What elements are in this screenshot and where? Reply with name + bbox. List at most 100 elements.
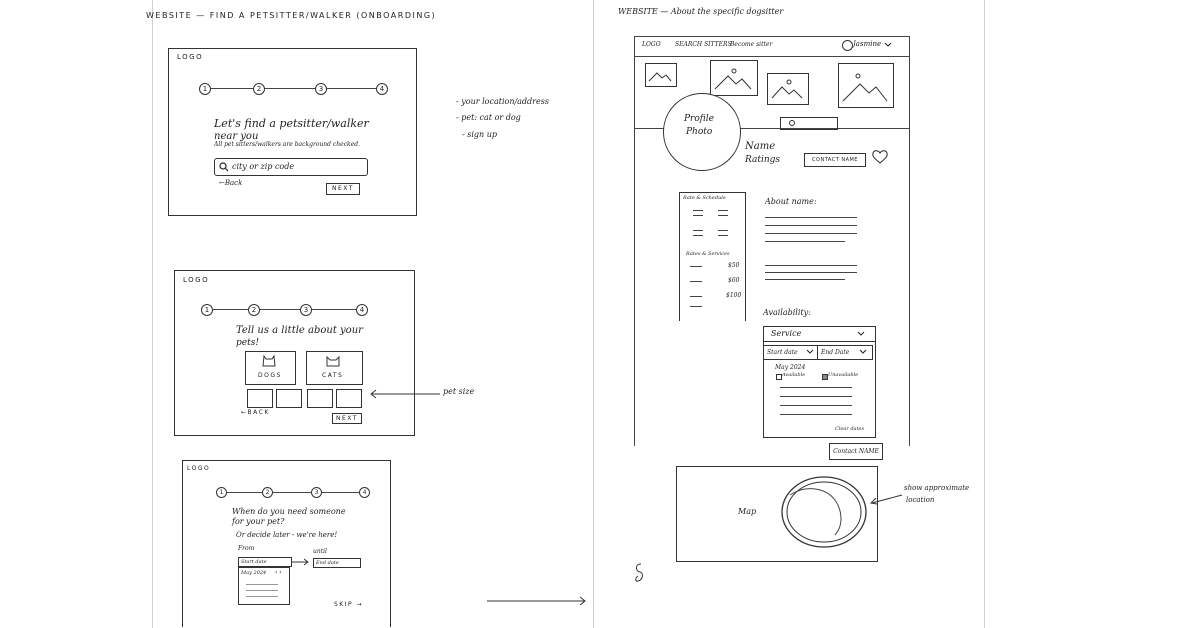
user-avatar-icon[interactable] <box>842 40 853 51</box>
calendar-row <box>780 414 852 415</box>
step3-end-date-input[interactable]: End date <box>313 558 361 568</box>
step1-next-button[interactable]: NEXT <box>326 183 360 195</box>
cats-option-label: CATS <box>322 372 344 379</box>
step1-step-4: 4 <box>376 83 388 95</box>
rate-price-2: $60 <box>728 277 740 284</box>
pet-size-option-3[interactable] <box>307 389 333 408</box>
gallery-image-3[interactable] <box>767 73 809 105</box>
pet-size-option-1[interactable] <box>247 389 273 408</box>
step3-progress-line <box>221 492 363 493</box>
about-text-line <box>765 225 857 226</box>
step2-step-4: 4 <box>356 304 368 316</box>
step3-heading-line2: for your pet? <box>232 517 285 526</box>
image-placeholder-icon <box>842 73 888 102</box>
step3-start-date-input[interactable]: Start date <box>238 557 292 567</box>
step1-logo: LOGO <box>177 53 204 61</box>
gallery-image-1[interactable] <box>645 63 677 87</box>
step3-step-3: 3 <box>311 487 322 498</box>
contact-name-button-bottom[interactable]: Contact NAME <box>829 443 883 460</box>
step1-step-1: 1 <box>199 83 211 95</box>
sidebar-line <box>693 215 703 216</box>
calendar-row <box>780 387 852 388</box>
gallery-image-2[interactable] <box>710 60 758 96</box>
dogs-option-card[interactable] <box>245 351 296 385</box>
step3-step-1: 1 <box>216 487 227 498</box>
nav-logo[interactable]: LOGO <box>642 41 661 48</box>
pet-size-note: pet size <box>443 387 475 396</box>
dogs-option-label: DOGS <box>258 372 282 379</box>
note-signup: - sign up <box>462 130 497 139</box>
about-text-line <box>765 217 857 218</box>
step2-next-button[interactable]: NEXT <box>332 413 362 424</box>
nav-become-sitter[interactable]: Become sitter <box>730 41 773 48</box>
heart-icon[interactable] <box>872 150 888 164</box>
scribble-mark-icon <box>635 563 643 582</box>
profile-frame-left <box>634 36 635 446</box>
profile-frame-top <box>634 36 909 37</box>
availability-heading: Availability: <box>763 308 811 317</box>
availability-end-date[interactable]: End Date <box>817 345 873 360</box>
available-checkbox[interactable] <box>776 374 782 380</box>
nav-bar-divider <box>634 56 909 57</box>
gallery-image-4[interactable] <box>838 63 894 108</box>
note-location: - your location/address <box>456 97 549 106</box>
unavailable-checkbox[interactable] <box>822 374 828 380</box>
service-select[interactable]: Service <box>763 326 876 342</box>
camera-icon <box>789 120 795 126</box>
calendar-row <box>780 396 852 397</box>
step3-subtext: Or decide later - we're here! <box>236 531 338 539</box>
step1-step-3: 3 <box>315 83 327 95</box>
step3-calendar[interactable] <box>238 567 290 605</box>
contact-name-button-top[interactable]: CONTACT NAME <box>804 153 866 167</box>
rate-price-1: $50 <box>728 262 740 269</box>
step2-back-link[interactable]: ←BACK <box>241 409 270 416</box>
step3-heading-line1: When do you need someone <box>232 507 346 516</box>
sitter-name: Name <box>745 141 776 152</box>
skip-link[interactable]: SKIP → <box>334 601 364 608</box>
nav-search-sitters[interactable]: SEARCH SITTERS <box>675 41 732 48</box>
rate-line <box>690 306 702 307</box>
approximate-location-circle-icon <box>781 476 867 548</box>
step2-heading-line1: Tell us a little about your <box>236 325 363 336</box>
nav-user-name[interactable]: Jasmine <box>853 40 882 48</box>
map-note-arrow-icon <box>869 494 903 505</box>
rates-title: Rates & Services <box>686 251 730 257</box>
sidebar-title: Rate & Schedule <box>683 195 726 201</box>
location-search-input[interactable] <box>214 158 368 176</box>
calendar-row <box>246 596 278 597</box>
profile-photo-label-line1: Profile <box>684 114 714 124</box>
calendar-row <box>780 405 852 406</box>
rates-sidebar <box>679 192 746 321</box>
cats-option-card[interactable] <box>306 351 363 385</box>
next-page-arrow-icon <box>487 596 586 606</box>
clear-dates-link[interactable]: Clear dates <box>835 426 865 432</box>
profile-photo-label-line2: Photo <box>686 127 713 137</box>
image-placeholder-icon <box>771 79 803 99</box>
unavailable-label: Unavailable <box>828 372 859 378</box>
cover-divider <box>634 128 909 129</box>
step2-step-2: 2 <box>248 304 260 316</box>
step1-back-link[interactable]: ←Back <box>219 179 243 187</box>
step2-heading-line2: pets! <box>236 338 259 348</box>
chevron-down-icon <box>806 349 814 354</box>
calendar-row <box>246 590 278 591</box>
step2-progress-line <box>207 309 361 310</box>
step3-frame <box>182 460 391 627</box>
step1-frame <box>168 48 417 216</box>
cover-photo-button[interactable] <box>780 117 838 130</box>
map-note-line2: location <box>906 496 935 504</box>
image-placeholder-icon <box>714 68 752 90</box>
calendar-prev-next-icon[interactable]: ‹ › <box>275 569 282 576</box>
sidebar-line <box>718 210 728 211</box>
pet-size-option-4[interactable] <box>336 389 362 408</box>
sidebar-line <box>693 235 703 236</box>
map-panel[interactable] <box>676 466 878 562</box>
sidebar-line <box>718 235 728 236</box>
rate-line <box>690 281 702 282</box>
pet-size-option-2[interactable] <box>276 389 302 408</box>
chevron-down-icon[interactable] <box>884 42 892 48</box>
step2-logo: LOGO <box>183 276 210 284</box>
right-sketch-page <box>612 0 985 628</box>
step1-heading-line1: Let's find a petsitter/walker <box>214 117 369 130</box>
map-label: Map <box>738 507 757 516</box>
